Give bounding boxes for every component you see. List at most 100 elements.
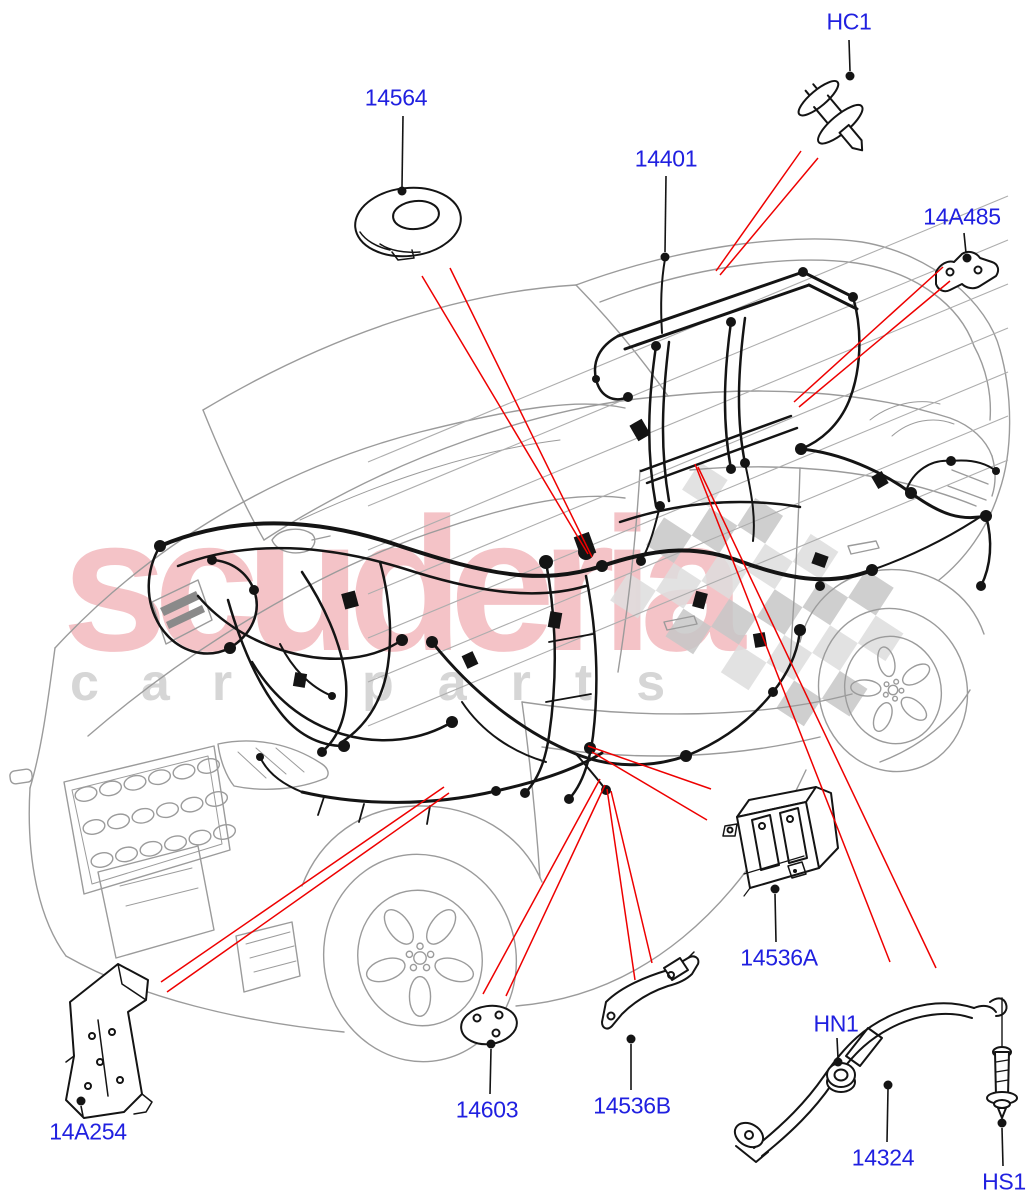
bumper-tip	[259, 756, 303, 793]
console-run-left	[523, 560, 556, 795]
bumper-run	[300, 751, 604, 804]
pointer-line-14A254	[166, 792, 450, 993]
floor-structure-lines	[367, 195, 1009, 727]
frame-drop	[799, 295, 861, 451]
part-drawing-14536A	[722, 786, 839, 897]
console-rungs	[545, 633, 594, 703]
part-drawing-HN1	[826, 1062, 856, 1093]
pointer-line-14A254	[160, 786, 445, 983]
roof-line	[575, 238, 1001, 351]
grille-outer	[63, 745, 231, 895]
leader-dot-14536B	[626, 1034, 636, 1044]
part-label-14603[interactable]: 14603	[455, 1096, 519, 1123]
headlamp-hatch	[237, 747, 305, 779]
leader-dot-14324	[883, 1080, 893, 1090]
door-handle-rear	[847, 540, 880, 555]
beltline	[667, 390, 993, 457]
frame-hook	[593, 334, 630, 401]
pointer-line-14324	[697, 466, 937, 969]
leader-line-HC1	[848, 39, 851, 72]
leader-line-14324	[886, 1088, 889, 1143]
bumper-lower	[65, 955, 345, 1033]
headlamp	[217, 740, 329, 790]
hood-edge	[54, 403, 626, 649]
leader-line-HN1	[836, 1037, 839, 1059]
callout-lines-layer	[76, 39, 1007, 1167]
watermark-word-car: car	[70, 654, 274, 712]
fender-edge	[29, 647, 56, 789]
skid-plate	[97, 845, 215, 959]
grille-inner	[71, 755, 223, 885]
part-label-14564[interactable]: 14564	[364, 84, 428, 111]
bumper-corner	[28, 787, 67, 957]
frame-strap-2	[723, 316, 747, 471]
leader-dot-HS1	[997, 1118, 1007, 1128]
door-seam-front	[617, 469, 641, 673]
harness-branch	[196, 594, 404, 660]
pointer-line-14A485	[798, 280, 951, 408]
wiper-line	[299, 439, 561, 521]
pointer-line-14603	[482, 778, 601, 995]
frame-low-rail	[639, 414, 799, 485]
hood-crease	[87, 527, 446, 737]
part-label-HC1[interactable]: HC1	[826, 8, 872, 35]
console-run-right	[567, 574, 598, 801]
leader-line-14A485	[963, 232, 967, 254]
fog-lamp	[235, 921, 301, 993]
pointer-line-14603	[505, 784, 606, 997]
pointer-line-14536A	[591, 751, 708, 821]
marker-lamp	[9, 768, 33, 785]
leader-dot-14401	[660, 252, 670, 262]
cowl-line	[444, 495, 626, 529]
frame-strap-1	[647, 340, 671, 508]
leader-dot-14A254	[76, 1096, 86, 1106]
wheel-and-grille-details	[74, 646, 931, 1017]
pointer-line-HC1	[719, 157, 819, 276]
part-label-HS1[interactable]: HS1	[982, 1168, 1026, 1195]
front-rim	[357, 889, 483, 1027]
leader-line-14603	[489, 1048, 492, 1095]
harness-main-trunk	[158, 521, 874, 582]
front-tire	[322, 853, 518, 1063]
part-label-14A485[interactable]: 14A485	[923, 203, 1001, 230]
quarter-link	[871, 512, 987, 571]
pointer-line-14564	[449, 267, 593, 558]
fender-line	[521, 701, 541, 879]
rear-rim	[843, 635, 943, 745]
skid-hatch	[119, 867, 199, 907]
pointer-line-14536B	[606, 788, 636, 981]
part-label-14A254[interactable]: 14A254	[49, 1118, 127, 1145]
part-label-HN1[interactable]: HN1	[813, 1010, 859, 1037]
rear-drop	[979, 514, 992, 588]
bumper-drops	[317, 796, 431, 825]
part-label-14536B[interactable]: 14536B	[593, 1092, 671, 1119]
windshield-top	[202, 284, 577, 411]
harness-branch	[176, 546, 588, 595]
part-drawing-14324	[733, 997, 1008, 1163]
part-drawing-HS1	[986, 997, 1018, 1119]
part-label-14536A[interactable]: 14536A	[740, 944, 818, 971]
door-handle-front	[663, 615, 698, 631]
mirror	[271, 528, 331, 554]
tailgate-edge	[938, 349, 1011, 581]
part-drawing-HC1	[797, 80, 864, 152]
harness-branch	[250, 660, 454, 742]
front-arch	[301, 805, 543, 887]
leader-dot-HC1	[845, 71, 855, 81]
leader-dot-14564	[397, 186, 407, 196]
frame-end	[801, 270, 859, 311]
part-label-14324[interactable]: 14324	[851, 1144, 915, 1171]
harness-connectors	[154, 267, 1000, 804]
branch-to-14401-dot	[660, 258, 666, 334]
vent-bars	[160, 591, 205, 629]
fog-hatch	[245, 931, 297, 973]
leader-dot-14A485	[962, 253, 972, 263]
part-drawing-14564	[354, 186, 462, 261]
harness-branch	[147, 544, 232, 655]
part-label-14401[interactable]: 14401	[634, 145, 698, 172]
sill-line	[521, 693, 853, 715]
harness-spur	[461, 701, 547, 763]
a-pillar-right	[575, 284, 669, 397]
frame-top-rail	[616, 270, 811, 351]
